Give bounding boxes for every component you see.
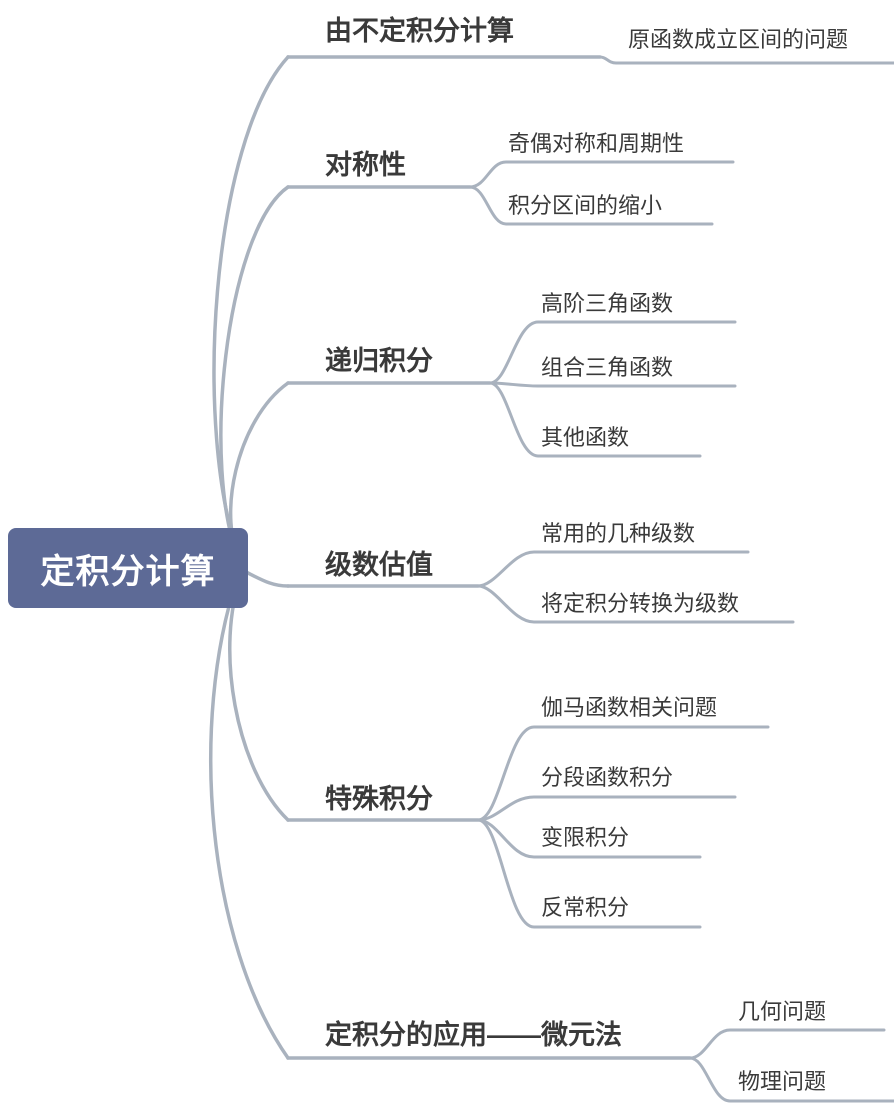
branch-topic-6[interactable]: 定积分的应用——微元法 (325, 1020, 622, 1050)
subtopic-5-4[interactable]: 反常积分 (541, 895, 630, 920)
subtopic-1-1[interactable]: 原函数成立区间的问题 (628, 27, 849, 52)
branch-topic-2[interactable]: 对称性 (325, 150, 406, 180)
edge-root-branch-6 (209, 574, 290, 1060)
subtopic-3-1[interactable]: 高阶三角函数 (541, 291, 674, 316)
edge-branch5-child2 (476, 795, 737, 822)
edge-branch5-child1 (476, 725, 770, 822)
subtopic-3-2[interactable]: 组合三角函数 (541, 355, 674, 380)
edge-branch2-child1 (468, 160, 735, 189)
subtopic-4-1[interactable]: 常用的几种级数 (541, 521, 696, 546)
edge-root-branch-1 (212, 55, 290, 562)
branch-topic-3[interactable]: 递归积分 (325, 346, 433, 376)
subtopic-3-3[interactable]: 其他函数 (541, 425, 630, 450)
subtopic-5-1[interactable]: 伽马函数相关问题 (541, 695, 718, 720)
edge-branch6-child1 (688, 1028, 886, 1060)
edge-branch4-child2 (476, 584, 795, 624)
edge-root-branch-4 (244, 570, 290, 588)
branch-topic-4[interactable]: 级数估值 (325, 550, 433, 580)
edge-branch3-child3 (488, 381, 702, 458)
edge-root-branch-2 (219, 185, 290, 564)
subtopic-6-2[interactable]: 物理问题 (738, 1069, 827, 1094)
edge-branch3-child2 (488, 381, 737, 388)
branch-topic-5[interactable]: 特殊积分 (325, 784, 433, 814)
edge-branch5-child4 (476, 818, 702, 929)
subtopic-5-3[interactable]: 变限积分 (541, 825, 630, 850)
edge-branch2-child2 (468, 185, 714, 226)
edge-branch1-child1 (598, 55, 894, 65)
branch-topic-1[interactable]: 由不定积分计算 (325, 16, 514, 46)
edge-branch6-child2 (688, 1056, 894, 1103)
root-topic[interactable]: 定积分计算 (8, 528, 248, 608)
subtopic-4-2[interactable]: 将定积分转换为级数 (541, 591, 740, 616)
subtopic-2-1[interactable]: 奇偶对称和周期性 (508, 131, 685, 156)
subtopic-5-2[interactable]: 分段函数积分 (541, 765, 674, 790)
edge-branch4-child1 (476, 550, 750, 588)
edge-branch3-child1 (488, 320, 737, 385)
subtopic-2-2[interactable]: 积分区间的缩小 (508, 193, 663, 218)
subtopic-6-1[interactable]: 几何问题 (738, 999, 827, 1024)
edge-root-branch-5 (228, 572, 290, 822)
